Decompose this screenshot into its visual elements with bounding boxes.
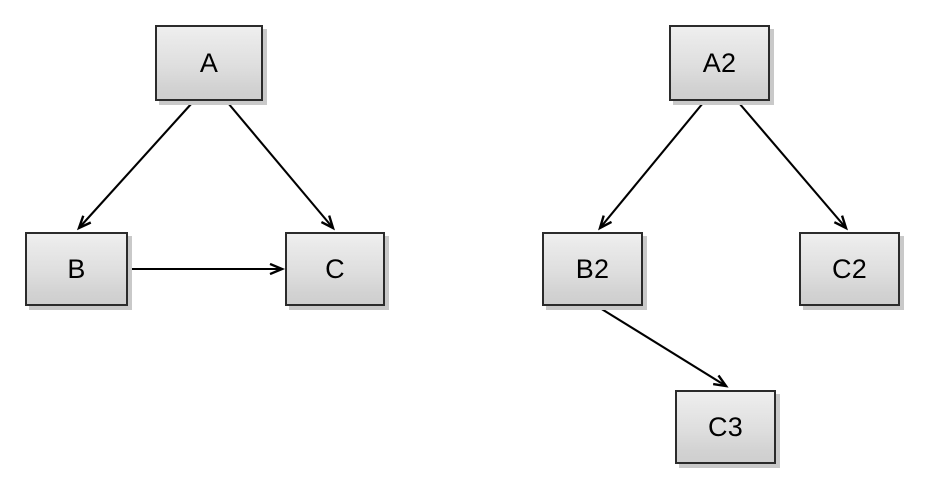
node-c3[interactable]: C3 <box>675 390 776 464</box>
edge-a2-to-c2 <box>738 102 849 231</box>
arrowhead-icon <box>320 215 335 231</box>
node-label: C <box>325 253 345 284</box>
arrowhead-icon <box>76 215 92 231</box>
node-label: A2 <box>702 47 737 78</box>
node-label: A <box>199 47 219 78</box>
edge-b-to-c <box>130 262 286 276</box>
edge-a2-to-b2 <box>598 102 704 231</box>
arrowhead-icon <box>712 374 729 388</box>
node-label: B2 <box>575 253 610 284</box>
node-a2[interactable]: A2 <box>669 25 770 101</box>
node-b2[interactable]: B2 <box>542 232 643 306</box>
node-a[interactable]: A <box>155 25 263 101</box>
edge-b2-to-c3 <box>599 307 729 388</box>
node-c2[interactable]: C2 <box>799 232 900 306</box>
node-c[interactable]: C <box>285 232 385 306</box>
arrowhead-icon <box>269 262 286 276</box>
edge-a-to-b <box>76 102 193 231</box>
arrowhead-icon <box>598 215 613 231</box>
node-label: C3 <box>707 411 744 442</box>
node-label: B <box>67 253 86 284</box>
arrowhead-icon <box>833 215 849 231</box>
node-b[interactable]: B <box>25 232 128 306</box>
edge-a-to-c <box>227 102 335 231</box>
node-label: C2 <box>831 253 868 284</box>
